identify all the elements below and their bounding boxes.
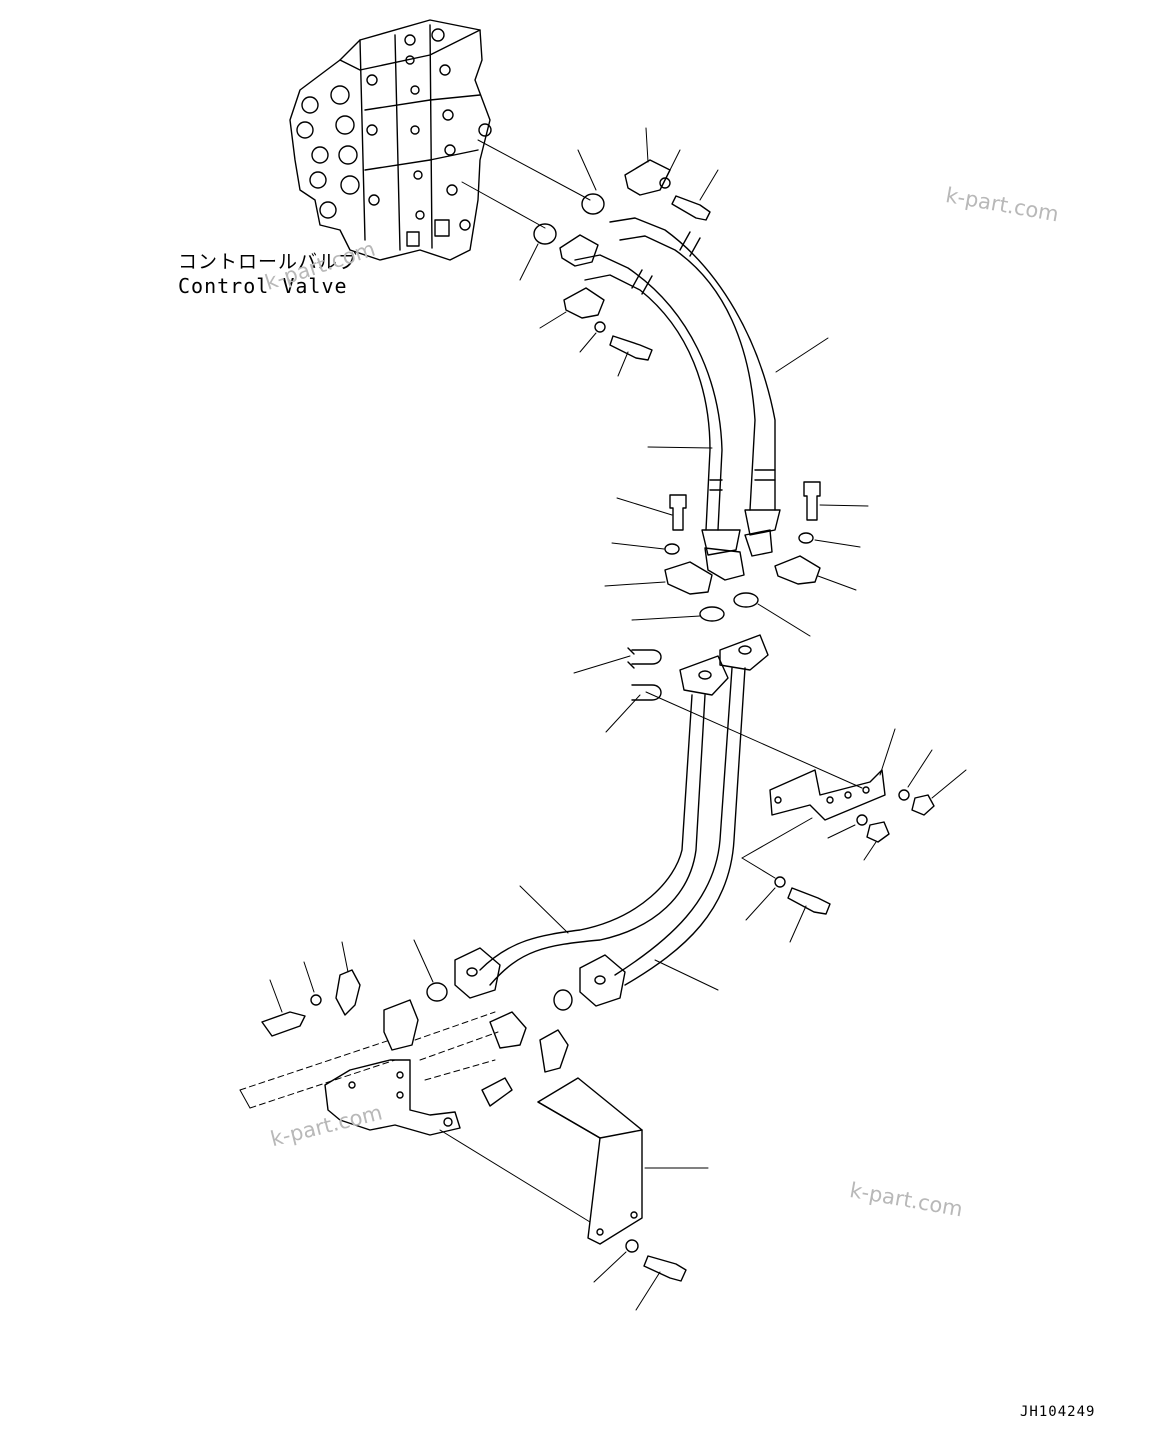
hose — [609, 217, 781, 536]
o-ring — [733, 592, 759, 608]
split-flange — [624, 159, 671, 196]
bracket — [769, 769, 886, 821]
bolt — [803, 481, 821, 521]
hose-fitting — [744, 529, 773, 557]
washer — [774, 876, 786, 888]
washer — [310, 994, 322, 1006]
split-flange — [774, 555, 821, 585]
control-valve — [289, 19, 492, 261]
flange-stub — [489, 1011, 527, 1049]
nut — [866, 821, 890, 843]
nut — [911, 794, 935, 816]
washer — [856, 814, 868, 826]
split-flange — [563, 287, 605, 319]
o-ring — [581, 193, 605, 215]
o-ring — [533, 223, 557, 245]
hose-fitting — [704, 547, 745, 581]
washer — [798, 532, 814, 544]
component-label-english: Control Valve — [178, 274, 348, 298]
o-ring — [553, 989, 573, 1011]
component-label-japanese: コントロールバルブ — [178, 251, 359, 273]
tube — [454, 634, 769, 1007]
cover — [537, 1077, 643, 1245]
bolt — [671, 195, 711, 221]
split-flange — [559, 234, 599, 267]
u-bolt — [631, 649, 662, 665]
o-ring — [699, 606, 725, 622]
bolt — [669, 494, 687, 531]
mounting-plate — [324, 1059, 461, 1136]
split-flange — [383, 999, 419, 1051]
washer — [594, 321, 606, 333]
washer — [659, 177, 671, 189]
bolt — [261, 1011, 306, 1037]
washer — [898, 789, 910, 801]
o-ring — [426, 982, 448, 1002]
clamp — [335, 969, 361, 1016]
bolt — [481, 1077, 513, 1107]
bolt — [643, 1255, 687, 1282]
hose — [574, 254, 741, 556]
split-flange — [539, 1029, 569, 1073]
drawing-code: JH104249 — [1020, 1404, 1096, 1420]
split-flange — [664, 561, 713, 595]
bolt — [609, 335, 653, 361]
bolt — [787, 887, 831, 915]
washer — [664, 543, 680, 555]
u-bolt — [631, 684, 662, 701]
washer — [625, 1239, 639, 1253]
